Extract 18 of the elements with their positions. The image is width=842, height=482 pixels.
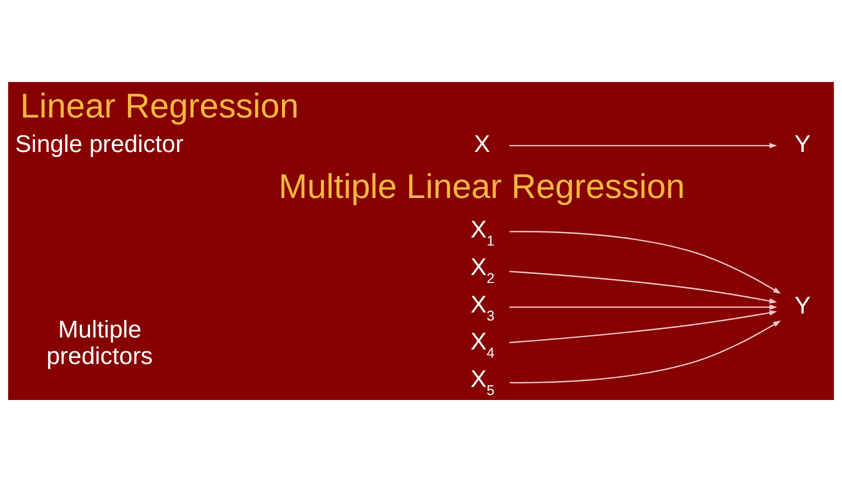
node-text: X <box>474 130 490 158</box>
label: Single predictor <box>15 130 184 158</box>
node-text: Y <box>794 292 811 320</box>
label: Multiple Linear Regression <box>278 168 685 206</box>
arrow <box>509 310 778 344</box>
node-text: X$_{1}$ <box>470 216 494 249</box>
arrow <box>509 270 778 304</box>
arrow <box>509 304 778 310</box>
node-text: X$_{5}$ <box>470 366 494 398</box>
diagram-title: Linear Regression <box>20 88 299 126</box>
arrow <box>510 230 781 294</box>
node-text: X$_{2}$ <box>470 254 494 286</box>
label: Multiple predictors <box>46 316 153 370</box>
node-text: Y <box>794 130 811 158</box>
node-text: X$_{4}$ <box>470 328 494 361</box>
arrow <box>509 142 778 148</box>
arrow <box>510 320 781 384</box>
node-text: X$_{3}$ <box>470 291 494 324</box>
